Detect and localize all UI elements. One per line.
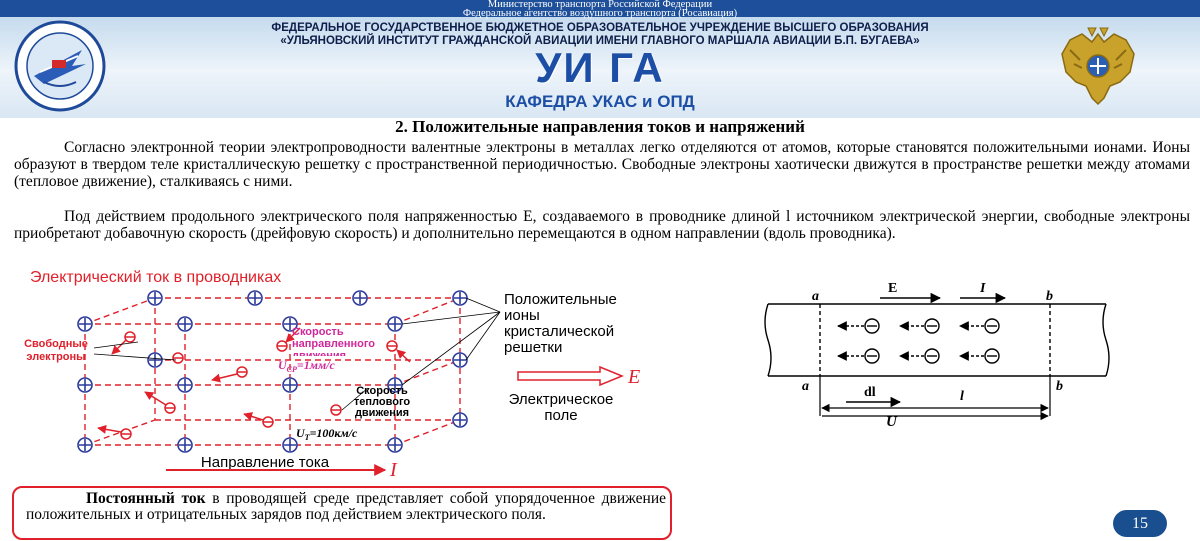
ion [147,352,163,368]
ion [147,290,163,306]
ion [247,290,263,306]
current-letter: I [389,459,398,481]
ions-leader-lines [401,297,501,386]
free-electrons-label: Свободные электроны [24,338,88,363]
label-a-top: a [812,289,819,304]
leader-line [341,387,369,411]
leader-line [93,341,139,349]
page-number-badge: 15 [1113,510,1167,537]
ion [282,437,298,453]
electron [276,327,301,352]
ion [452,290,468,306]
positive-ions [77,290,468,453]
ministry-line-1: Министерство транспорта Российской Федер… [487,0,713,10]
definition-box: Постоянный ток в проводящей среде предст… [12,486,672,540]
ions-label: Положительные ионы кристалической решетк… [504,292,617,356]
institute-logo [14,20,106,112]
definition-text: Постоянный ток в проводящей среде предст… [26,491,666,522]
slide-header: Министерство транспорта Российской Федер… [0,0,1200,118]
ion [452,412,468,428]
thermal-speed-label: Скорость теплового движения [353,386,411,419]
conductor-figure: a b a b E I dl l U [764,281,1110,430]
drift-speed-label: Скорость направленного движения [292,326,375,356]
department-name: КАФЕДРА УКАС и ОПД [505,92,695,111]
slide-title: 2. Положительные направления токов и нап… [395,117,805,136]
free-electrons-label-wrap: Свободные электроны [24,338,88,363]
conductor-walls [768,303,1106,377]
ion [387,437,403,453]
free-electrons [97,327,411,440]
definition-body: в проводящей среде представляет собой уп… [26,490,666,523]
ut-formula: UT=100км/с [296,426,358,442]
l-label: l [960,389,964,404]
ion [387,316,403,332]
field-label: Электрическое поле [508,392,614,424]
dl-label: dl [864,385,876,400]
institution-line-2: «УЛЬЯНОВСКИЙ ИНСТИТУТ ГРАЖДАНСКОЙ АВИАЦИ… [280,35,920,47]
electron [172,352,184,364]
field-label-wrap: Электрическое поле [508,392,614,424]
field-e-label: E [888,281,897,296]
electron [97,424,132,440]
institute-abbr: УИ ГА [535,44,665,91]
conductor-left-end [764,303,772,377]
label-b-bottom: b [1056,379,1063,394]
current-i-label: I [979,281,986,296]
electron [144,391,176,414]
electron [837,318,880,334]
ion [77,316,93,332]
thermal-speed-label-wrap: Скорость теплового движения [353,386,411,419]
definition-term: Постоянный ток [86,490,206,507]
paragraph-1: Согласно электронной теории электропрово… [14,139,1190,191]
ion [177,377,193,393]
electron [899,348,940,364]
conductor-right-end [1102,303,1110,377]
ion [77,377,93,393]
ministry-line-2: Федеральное агентство воздушного транспо… [462,8,738,19]
field-arrow [517,365,624,387]
ion [282,377,298,393]
ion [177,316,193,332]
conductor-electrons [837,318,1000,364]
paragraph-2: Под действием продольного электрического… [14,208,1190,243]
current-dir-label: Направление тока [200,456,330,471]
drift-speed-label-wrap: Скорость направленного движения [292,326,375,356]
ion [177,437,193,453]
electron [959,348,1000,364]
ion [77,437,93,453]
lattice-figure-title: Электрический ток в проводниках [30,269,281,286]
electron [243,412,274,428]
electron [386,340,411,363]
label-b-top: b [1046,289,1053,304]
leader-line [93,353,177,361]
ion [352,290,368,306]
institution-line-1: ФЕДЕРАЛЬНОЕ ГОСУДАРСТВЕННОЕ БЮДЖЕТНОЕ ОБ… [271,22,929,34]
electron [111,331,136,355]
ion [452,352,468,368]
coat-of-arms-eagle-icon [1061,27,1135,106]
field-letter: E [627,366,640,388]
electron [837,348,880,364]
ministry-bar [0,0,1200,17]
electron [899,318,940,334]
current-dir-label-wrap: Направление тока [200,456,330,471]
ion [282,316,298,332]
electron [959,318,1000,334]
u-label: U [886,414,898,430]
lattice-figure: Электрический ток в проводниках Свободны… [24,269,640,481]
ucp-formula: UCP=1мм/с [278,358,336,374]
ions-label-wrap: Положительные ионы кристалической решетк… [504,292,617,356]
electron [211,366,248,383]
label-a-bottom: a [802,379,809,394]
electron [330,404,342,416]
